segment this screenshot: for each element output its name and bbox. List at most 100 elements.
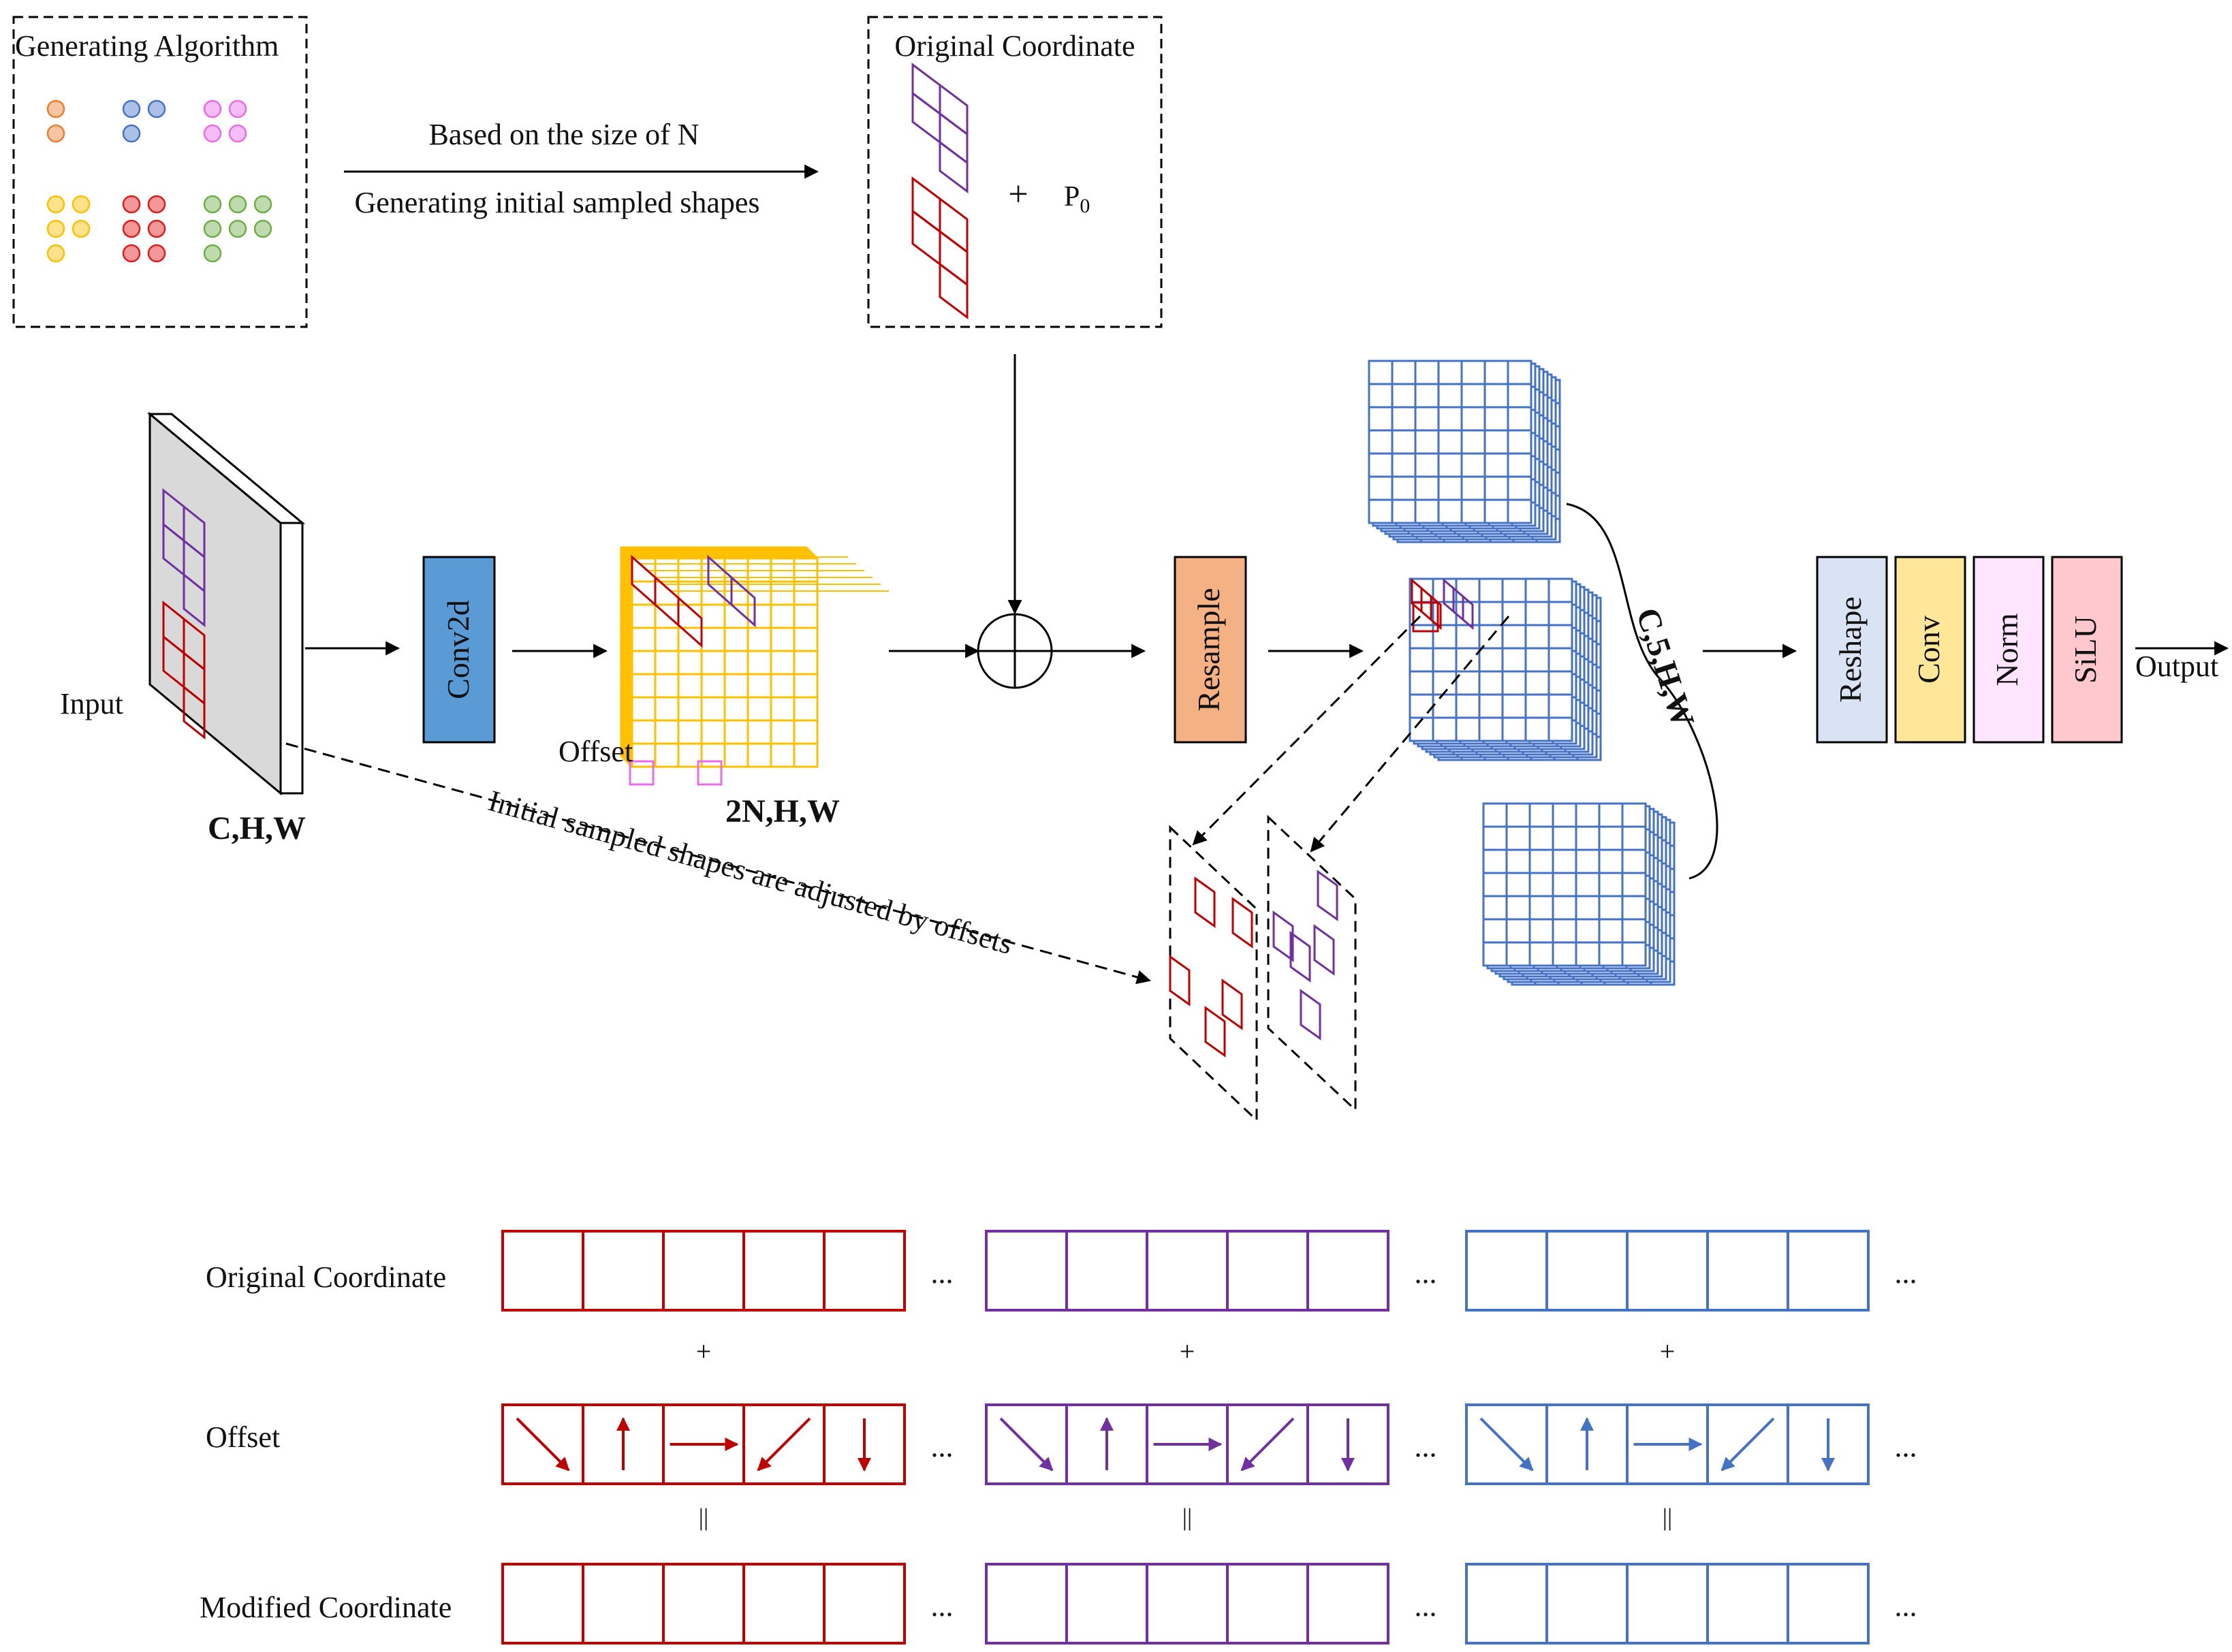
strip-border [1465,1230,1870,1312]
sample-dot [46,124,65,143]
sample-dot [72,195,91,214]
row-label-modified: Modified Coordinate [200,1591,452,1624]
conv2d-label: Conv2d [441,600,475,699]
row-label-original: Original Coordinate [206,1260,446,1294]
strip-border [985,1563,1389,1645]
plane-red-cell [1169,955,1191,1006]
grid-border [1368,360,1532,524]
shape-cell [677,595,703,648]
original-coordinate-title: Original Coordinate [894,29,1135,63]
plus-sign: + [1660,1336,1676,1367]
offset-arrow-down-right [999,1417,1054,1472]
shape-cell [730,575,756,628]
offset-feature-cube [620,546,889,786]
strip-1-row-0: ... [985,1230,1437,1312]
plane-purple-cell [1272,910,1294,962]
norm-label: Norm [1990,613,2024,686]
dots-yellow [46,195,91,263]
strip-0-row-1: ... [501,1403,954,1485]
norm-box: Norm [1972,556,2045,744]
offset-purple-cells [707,554,756,628]
sample-dot [228,219,247,238]
shape-cell [939,83,969,136]
plane-red-cell [1231,897,1253,949]
dots-green [203,195,272,263]
sample-dot [122,244,141,263]
offset-pink-cell [697,760,723,786]
orig-shape-purple [911,63,969,193]
sample-dot [147,219,166,238]
strip-border [985,1230,1389,1312]
offset-pink-cell [629,760,655,786]
plane-purple-cell [1289,931,1311,983]
sample-dot [203,99,222,118]
shape-cell [939,112,969,165]
ellipsis: ... [1895,1256,1917,1290]
grid-face [1482,802,1647,967]
ellipsis: ... [1415,1430,1437,1463]
offset-stack [620,546,819,768]
plane-purple-cell [1313,924,1335,976]
shape-cell [911,176,941,234]
sample-dot [122,195,141,214]
plane-red-cell [1221,979,1243,1030]
arrow-label-top: Based on the size of N [428,118,699,151]
input-shape-red [162,600,206,740]
strip-border [501,1230,906,1312]
sample-dot [253,195,272,214]
grid-face [1368,360,1532,524]
plus-sign: + [1008,175,1028,214]
generate-arrow: Based on the size of N Generating initia… [344,118,819,219]
strip-border [1465,1563,1870,1645]
sample-dot [46,195,65,214]
shape-cell [939,229,969,287]
generating-algorithm-title: Generating Algorithm [15,29,279,63]
plus-sign: + [1180,1336,1195,1367]
sample-dot [122,219,141,238]
sum-operator [977,613,1053,689]
input-label: Input [60,687,123,720]
dots-blue [122,99,166,143]
grid-border [1482,802,1647,967]
shape-cell [911,209,941,266]
reshape-label: Reshape [1833,597,1868,703]
ellipsis: ... [1415,1589,1437,1623]
blue-stack-top [1368,360,1561,543]
conv-box: Conv [1894,556,1966,744]
blue-stack-bottom [1482,802,1676,986]
sample-dot [122,99,141,118]
dashed-arrow-stack-to-plane1 [1192,615,1421,846]
strip-1-row-1: ... [985,1403,1437,1485]
input-dims: C,H,W [208,810,306,846]
plane-red-cell [1204,1006,1226,1058]
offset-red-cells [631,554,703,648]
sample-dot [228,124,247,143]
ellipsis: ... [1895,1589,1917,1623]
sampled-shape-planes [1169,814,1357,1123]
ellipsis: ... [931,1589,954,1623]
stack-red-front [1412,601,1439,633]
resample-box: Resample [1174,556,1247,744]
offset-arrow-down-left [1240,1417,1295,1472]
shape-cell [183,572,206,628]
shape-cell [1462,594,1474,631]
offset-arrow-down-right [1479,1417,1534,1472]
coordinate-strips: .........+||.........+||.........+|| [501,1230,1917,1645]
shape-cell [939,140,969,193]
dots-orange [46,99,65,143]
sample-dot [147,244,166,263]
conv2d-box: Conv2d [422,556,496,744]
sample-dot [203,195,222,214]
sample-dot [203,244,222,263]
input-feature-map: Input C,H,W [60,411,306,846]
generating-algorithm-panel: Generating Algorithm [12,16,308,328]
arrow-label-bottom: Generating initial sampled shapes [354,186,759,219]
shape-cell [911,91,941,144]
plane-purple-cell [1300,989,1321,1041]
p0-label: P0 [1064,181,1090,217]
sample-dot [203,124,222,143]
resample-label: Resample [1191,588,1226,711]
shape-cell [911,63,941,116]
orig-shape-red [911,176,969,319]
ellipsis: ... [931,1256,954,1290]
